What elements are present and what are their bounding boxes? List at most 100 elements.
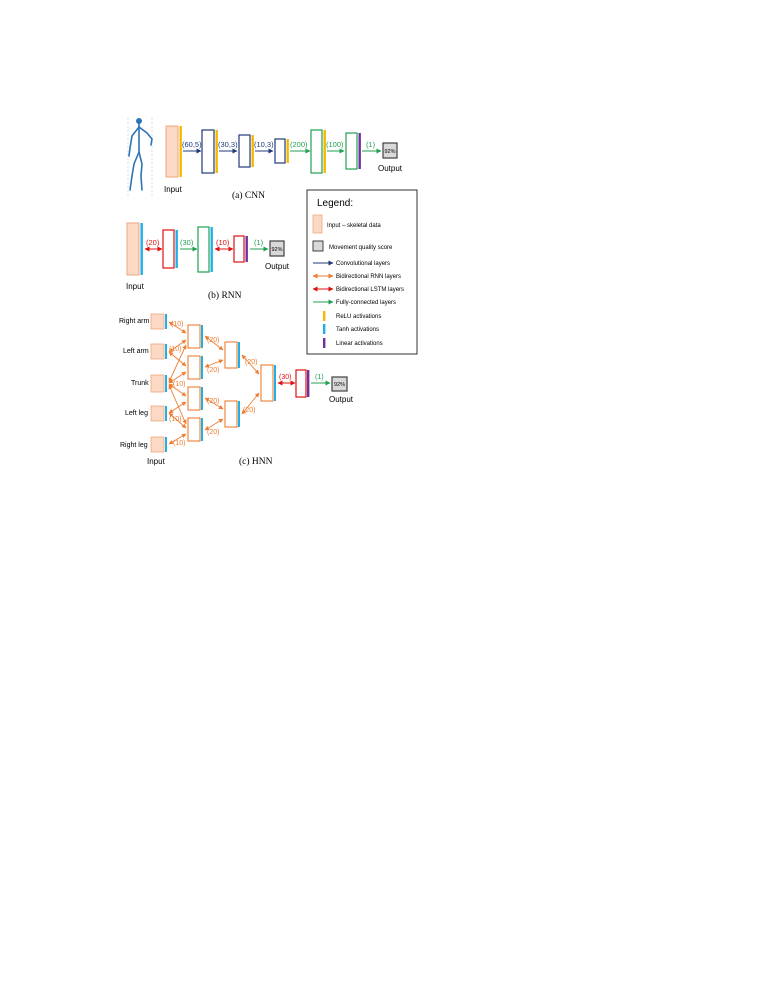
hnn-rnn3-block-tanh [274, 365, 276, 401]
hnn-rnn1-block-1-tanh [201, 325, 203, 348]
rnn-diagram: Input (20) (30) (10) (1) 92% Output (b) … [126, 222, 290, 301]
rnn-output-label: Output [265, 262, 290, 271]
hnn-l3-label-2: (20) [243, 407, 255, 414]
cnn-arrow-6-label: (1) [366, 140, 376, 149]
skeleton-icon [127, 117, 153, 197]
hnn-l2-label-1: (20) [207, 337, 219, 344]
hnn-rnn2-block-2-tanh [238, 401, 240, 427]
hnn-input-right-leg [150, 436, 165, 453]
hnn-input-right-leg-tanh [165, 437, 167, 452]
hnn-layer1-arrows [168, 321, 187, 445]
rnn-arrow-4-label: (1) [254, 238, 264, 247]
hnn-l1-label-2: (10) [169, 346, 181, 353]
hnn-input-left-leg [150, 405, 165, 422]
hnn-caption: (c) HNN [239, 456, 273, 467]
hnn-rnn1-block-2 [187, 355, 201, 380]
rnn-caption: (b) RNN [208, 290, 242, 301]
hnn-input-left-arm-tanh [165, 344, 167, 359]
hnn-lstm-linear-bar [307, 370, 310, 397]
hnn-rnn2-block-1-tanh [238, 342, 240, 368]
rnn-output-score: 92% [271, 247, 282, 253]
cnn-arrow-2-label: (30,3) [218, 140, 238, 149]
cnn-arrow-4-label: (200) [290, 140, 308, 149]
cnn-fc-1-relu-bar [323, 130, 326, 173]
legend-item-linear: Linear activations [336, 341, 383, 347]
hnn-input-right-arm [150, 313, 165, 330]
cnn-conv-3-relu-bar [286, 139, 289, 163]
rnn-lstm-block-2 [233, 235, 245, 263]
hnn-l1-label-5: (10) [173, 440, 185, 447]
hnn-rnn1-block-3-tanh [201, 387, 203, 410]
legend-item-rnn: Bidirectional RNN layers [336, 274, 401, 280]
hnn-layer2-arrows [204, 335, 224, 431]
hnn-input-trunk-tanh [165, 375, 167, 392]
legend-item-lstm: Bidirectional LSTM layers [336, 287, 404, 293]
hnn-input-left-leg-tanh [165, 406, 167, 421]
cnn-output-score: 92% [384, 149, 395, 155]
rnn-arrow-2-label: (30) [180, 238, 194, 247]
legend-input-swatch [312, 214, 323, 234]
hnn-diagram: Right arm Left arm Trunk Left leg Right … [119, 313, 354, 467]
hnn-l2-label-2: (20) [207, 367, 219, 374]
legend-linear-swatch [323, 338, 326, 348]
legend-item-output: Movement quality score [329, 245, 393, 251]
hnn-part-label-right-leg: Right leg [120, 442, 148, 449]
cnn-conv-block-2 [238, 134, 251, 168]
rnn-lstm-block-1 [162, 229, 175, 269]
cnn-input-block [165, 125, 179, 178]
hnn-l1-label-1: (10) [171, 321, 183, 328]
hnn-input-label: Input [147, 457, 166, 466]
legend-title: Legend: [317, 198, 353, 209]
cnn-conv-1-relu-bar [215, 130, 218, 173]
rnn-arrow-1-label: (20) [146, 238, 160, 247]
hnn-rnn1-block-1 [187, 324, 201, 349]
cnn-fc-2-linear-bar [358, 133, 361, 169]
cnn-arrow-3-label: (10,3) [254, 140, 274, 149]
hnn-lstm-arrow-label: (30) [279, 374, 291, 381]
cnn-output-label: Output [378, 164, 403, 173]
legend-relu-swatch [323, 311, 326, 321]
hnn-rnn2-block-2 [224, 400, 238, 428]
hnn-rnn1-block-3 [187, 386, 201, 411]
rnn-fc-block-1 [197, 226, 210, 273]
hnn-layer3-arrows [241, 354, 260, 415]
rnn-lstm-1-tanh-bar [175, 230, 178, 268]
cnn-arrow-1-label: (60,5) [182, 140, 202, 149]
cnn-conv-block-1 [201, 129, 215, 174]
hnn-l1-label-3: (10) [173, 381, 185, 388]
cnn-caption: (a) CNN [232, 190, 265, 201]
rnn-input-tanh-bar [140, 223, 143, 275]
hnn-input-right-arm-tanh [165, 314, 167, 329]
cnn-fc-block-1 [310, 129, 323, 174]
hnn-rnn1-block-2-tanh [201, 356, 203, 379]
cnn-fc-block-2 [345, 132, 358, 170]
rnn-lstm-2-linear-bar [245, 236, 248, 262]
rnn-fc-1-tanh-bar [210, 227, 213, 272]
rnn-input-label: Input [126, 282, 145, 291]
hnn-part-label-trunk: Trunk [131, 380, 149, 387]
hnn-rnn2-block-1 [224, 341, 238, 369]
rnn-input-block [126, 222, 140, 276]
hnn-rnn1-block-4-tanh [201, 418, 203, 441]
legend-item-input: Input – skeletal data [327, 223, 381, 229]
hnn-output-score: 92% [334, 382, 345, 388]
legend-output-swatch [312, 240, 324, 252]
legend-item-conv: Convolutional layers [336, 261, 390, 267]
legend-tanh-swatch [323, 324, 326, 334]
cnn-input-relu-bar [179, 126, 182, 177]
hnn-rnn1-block-4 [187, 417, 201, 442]
legend-item-relu: ReLU activations [336, 314, 381, 320]
cnn-input-label: Input [164, 185, 183, 194]
hnn-l2-label-3: (20) [207, 398, 219, 405]
hnn-lstm-block [295, 369, 307, 398]
cnn-conv-2-relu-bar [251, 135, 254, 167]
hnn-input-trunk [150, 374, 165, 393]
hnn-fc-arrow-label: (1) [315, 374, 324, 381]
hnn-rnn3-block [260, 364, 274, 402]
hnn-part-label-right-arm: Right arm [119, 318, 150, 325]
rnn-arrow-3-label: (10) [216, 238, 230, 247]
cnn-conv-block-3 [274, 138, 286, 164]
hnn-l3-label-1: (20) [245, 359, 257, 366]
hnn-l2-label-4: (20) [207, 429, 219, 436]
legend-item-fc: Fully-connected layers [336, 300, 396, 306]
